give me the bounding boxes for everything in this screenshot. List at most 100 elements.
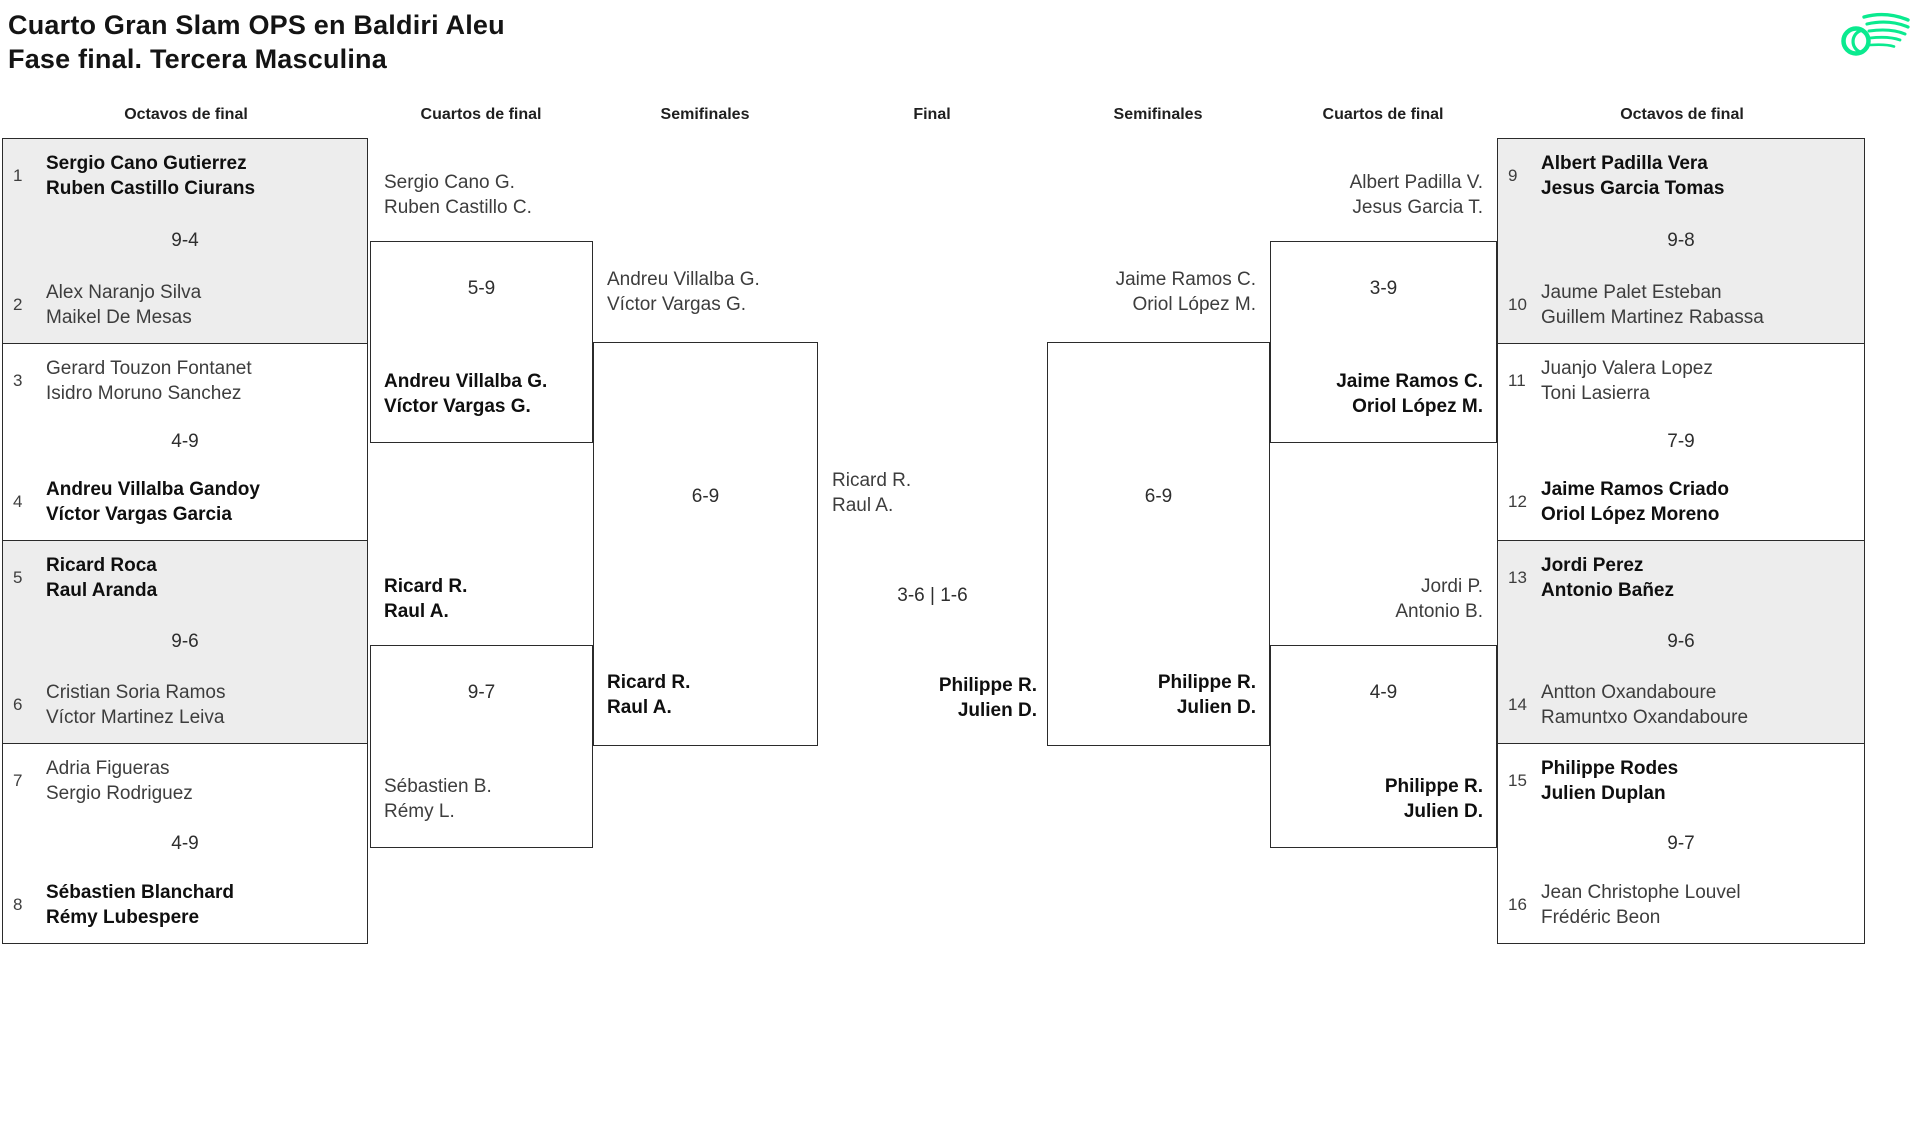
player-name: Julien D.	[957, 700, 1037, 721]
team-entry: 1 Sergio Cano Gutierrez Ruben Castillo C…	[13, 151, 357, 201]
player-name: Gerard Touzon Fontanet	[46, 358, 252, 379]
player-name: Jordi P.	[1421, 576, 1483, 597]
team-names: Philippe Rodes Julien Duplan	[1541, 756, 1678, 806]
player-name: Jaime Ramos C.	[1336, 371, 1483, 392]
player-name: Ricard R.	[832, 470, 912, 491]
match-score: 9-8	[1667, 230, 1695, 251]
player-name: Víctor Vargas G.	[607, 294, 747, 315]
player-name: Rémy L.	[384, 801, 455, 822]
page-title: Cuarto Gran Slam OPS en Baldiri Aleu Fas…	[8, 8, 505, 76]
team-entry: 8 Sébastien Blanchard Rémy Lubespere	[13, 880, 357, 930]
team-names: Jordi P. Antonio B.	[1270, 574, 1483, 624]
player-name: Raul Aranda	[46, 580, 158, 601]
player-name: Jaume Palet Esteban	[1541, 282, 1722, 303]
player-name: Albert Padilla V.	[1349, 172, 1483, 193]
round-header-cuartos-left: Cuartos de final	[420, 106, 542, 123]
match-box-octavos-6[interactable]: 11 Juanjo Valera Lopez Toni Lasierra 7-9…	[1497, 343, 1865, 541]
match-box-octavos-5[interactable]: 9 Albert Padilla Vera Jesus Garcia Tomas…	[1497, 138, 1865, 344]
seed-number: 6	[13, 695, 23, 714]
team-names: Ricard Roca Raul Aranda	[46, 553, 157, 603]
seed-number: 10	[1508, 295, 1527, 314]
match-score: 7-9	[1667, 431, 1695, 452]
team-names: Andreu Villalba Gandoy Víctor Vargas Gar…	[46, 477, 260, 527]
player-name: Albert Padilla Vera	[1541, 153, 1708, 174]
team-entry: 12 Jaime Ramos Criado Oriol López Moreno	[1508, 477, 1854, 527]
match-score: 6-9	[1144, 486, 1173, 507]
round-header-final: Final	[913, 106, 951, 123]
seed-number: 3	[13, 371, 23, 390]
match-score: 9-7	[467, 682, 496, 703]
match-score: 6-9	[691, 486, 720, 507]
seed-number: 8	[13, 895, 23, 914]
player-name: Raul A.	[832, 495, 894, 516]
seed-number: 2	[13, 295, 23, 314]
player-name: Víctor Martinez Leiva	[46, 707, 225, 728]
title-line1: Cuarto Gran Slam OPS en Baldiri Aleu	[8, 10, 505, 40]
team-names: Jordi Perez Antonio Bañez	[1541, 553, 1674, 603]
player-name: Oriol López M.	[1352, 396, 1483, 417]
team-names: Adria Figueras Sergio Rodriguez	[46, 756, 193, 806]
round-header-cuartos-right: Cuartos de final	[1322, 106, 1444, 123]
player-name: Jordi Perez	[1541, 555, 1644, 576]
match-score: 5-9	[467, 278, 496, 299]
team-entry: 3 Gerard Touzon Fontanet Isidro Moruno S…	[13, 356, 357, 406]
player-name: Andreu Villalba G.	[384, 371, 548, 392]
player-name: Andreu Villalba Gandoy	[46, 479, 260, 500]
team-entry: 2 Alex Naranjo Silva Maikel De Mesas	[13, 280, 357, 330]
match-box-semifinal-left[interactable]	[593, 342, 818, 746]
round-header-semifinal-right: Semifinales	[1113, 106, 1203, 123]
seed-number: 5	[13, 568, 23, 587]
player-name: Oriol López M.	[1132, 294, 1256, 315]
player-name: Ruben Castillo Ciurans	[46, 178, 256, 199]
player-name: Julien D.	[1176, 697, 1256, 718]
team-names: Ricard R. Raul A.	[384, 574, 467, 624]
match-box-semifinal-right[interactable]	[1047, 342, 1270, 746]
player-name: Sébastien B.	[384, 776, 492, 797]
seed-number: 12	[1508, 492, 1527, 511]
team-names: Philippe R. Julien D.	[1047, 670, 1256, 720]
team-entry: 6 Cristian Soria Ramos Víctor Martinez L…	[13, 680, 357, 730]
round-header-octavos-right: Octavos de final	[1620, 106, 1744, 123]
team-entry: 9 Albert Padilla Vera Jesus Garcia Tomas	[1508, 151, 1854, 201]
seed-number: 13	[1508, 568, 1527, 587]
match-box-octavos-4[interactable]: 7 Adria Figueras Sergio Rodriguez 4-9 8 …	[2, 743, 368, 944]
player-name: Sergio Rodriguez	[46, 783, 193, 804]
title-line2: Fase final. Tercera Masculina	[8, 44, 387, 74]
team-names: Albert Padilla V. Jesus Garcia T.	[1270, 170, 1483, 220]
final-score: 3-6 | 1-6	[897, 585, 968, 606]
team-names: Sergio Cano G. Ruben Castillo C.	[384, 170, 532, 220]
team-names: Sébastien B. Rémy L.	[384, 774, 492, 824]
player-name: Ricard Roca	[46, 555, 157, 576]
match-box-octavos-2[interactable]: 3 Gerard Touzon Fontanet Isidro Moruno S…	[2, 343, 368, 541]
player-name: Jesus Garcia T.	[1352, 197, 1483, 218]
player-name: Philippe Rodes	[1541, 758, 1679, 779]
match-box-octavos-8[interactable]: 15 Philippe Rodes Julien Duplan 9-7 16 J…	[1497, 743, 1865, 944]
team-entry: 15 Philippe Rodes Julien Duplan	[1508, 756, 1854, 806]
match-box-cuartos-left-2[interactable]	[370, 645, 593, 848]
team-entry: 7 Adria Figueras Sergio Rodriguez	[13, 756, 357, 806]
player-name: Cristian Soria Ramos	[46, 682, 226, 703]
tennis-ball-swoosh-icon	[1841, 12, 1910, 56]
match-box-cuartos-right-1[interactable]	[1270, 241, 1497, 443]
team-entry: 16 Jean Christophe Louvel Frédéric Beon	[1508, 880, 1854, 930]
player-name: Philippe R.	[1384, 776, 1483, 797]
team-names: Albert Padilla Vera Jesus Garcia Tomas	[1541, 151, 1724, 201]
seed-number: 14	[1508, 695, 1527, 714]
match-box-octavos-7[interactable]: 13 Jordi Perez Antonio Bañez 9-6 14 Antt…	[1497, 540, 1865, 744]
match-box-cuartos-left-1[interactable]	[370, 241, 593, 443]
match-box-octavos-1[interactable]: 1 Sergio Cano Gutierrez Ruben Castillo C…	[2, 138, 368, 344]
player-name: Adria Figueras	[46, 758, 170, 779]
player-name: Andreu Villalba G.	[607, 269, 760, 290]
player-name: Raul A.	[607, 697, 672, 718]
team-names: Ricard R. Raul A.	[607, 670, 690, 720]
player-name: Juanjo Valera Lopez	[1541, 358, 1713, 379]
match-score: 9-6	[171, 631, 199, 652]
player-name: Ruben Castillo C.	[384, 197, 532, 218]
player-name: Isidro Moruno Sanchez	[46, 383, 242, 404]
match-box-octavos-3[interactable]: 5 Ricard Roca Raul Aranda 9-6 6 Cristian…	[2, 540, 368, 744]
player-name: Julien D.	[1403, 801, 1483, 822]
team-names: Philippe R. Julien D.	[1270, 774, 1483, 824]
match-box-cuartos-right-2[interactable]	[1270, 645, 1497, 848]
seed-number: 11	[1508, 371, 1526, 390]
